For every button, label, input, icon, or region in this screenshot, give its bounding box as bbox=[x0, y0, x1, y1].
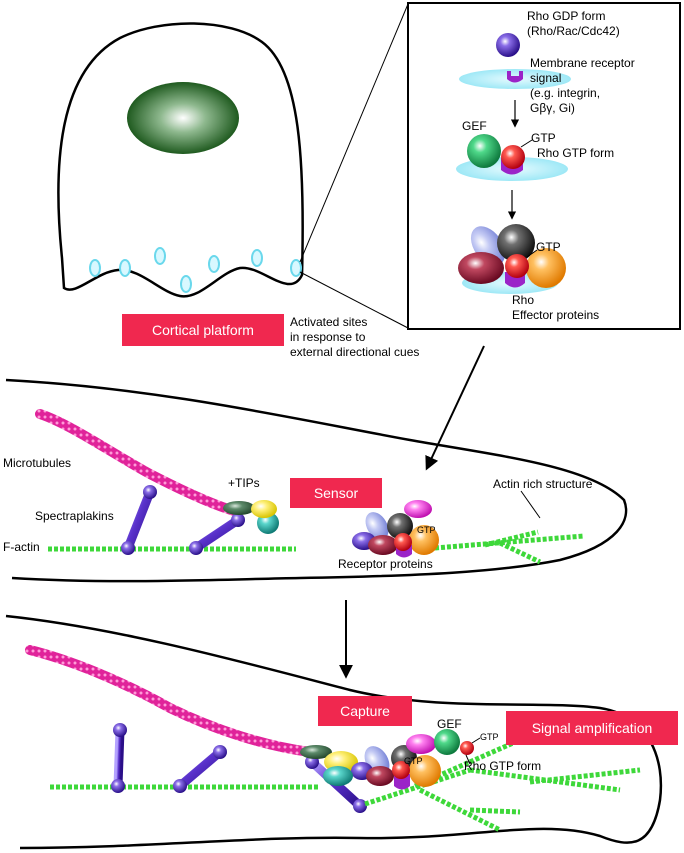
svg-text:Membrane receptor: Membrane receptor bbox=[530, 56, 635, 70]
receptor-complex-bottom bbox=[300, 729, 481, 790]
gef-sphere bbox=[467, 134, 501, 168]
rho-gtp-sphere-2 bbox=[505, 254, 529, 278]
effector-orange bbox=[526, 248, 566, 288]
rho-gtp-form-label-bottom: Rho GTP form bbox=[464, 759, 541, 773]
arrow-to-sensor bbox=[425, 345, 485, 471]
svg-text:GTP: GTP bbox=[536, 240, 561, 254]
gef-label-bottom: GEF bbox=[437, 717, 462, 731]
gtp-label-middle: GTP bbox=[417, 525, 436, 535]
bottom-cell bbox=[5, 614, 663, 850]
svg-text:Rho GTP form: Rho GTP form bbox=[537, 146, 614, 160]
effector-black bbox=[497, 224, 535, 262]
middle-cell bbox=[5, 378, 628, 583]
inset-panel: Rho GDP form (Rho/Rac/Cdc42) Membrane re… bbox=[407, 2, 681, 330]
svg-text:(Rho/Rac/Cdc42): (Rho/Rac/Cdc42) bbox=[527, 24, 620, 38]
receptor-proteins-label: Receptor proteins bbox=[338, 557, 433, 571]
actin-rich-structure-bottom bbox=[364, 737, 641, 833]
signal-amplification-box: Signal amplification bbox=[506, 711, 678, 745]
effector-maroon bbox=[458, 252, 504, 284]
sensor-box: Sensor bbox=[290, 478, 382, 508]
actin-rich-structure-middle bbox=[434, 529, 585, 565]
svg-text:Rho: Rho bbox=[512, 293, 534, 307]
zoom-line-top bbox=[299, 3, 409, 263]
middle-cell-outline bbox=[5, 378, 628, 583]
svg-text:signal: signal bbox=[530, 71, 561, 85]
bottom-cell-outline bbox=[5, 614, 663, 850]
receptor-1 bbox=[507, 71, 523, 83]
signal-amplification-label: Signal amplification bbox=[532, 720, 653, 736]
cortical-sites bbox=[89, 247, 302, 293]
capture-box: Capture bbox=[318, 696, 412, 726]
microtubule-bottom bbox=[25, 645, 315, 757]
capture-label: Capture bbox=[340, 703, 390, 719]
gtp-label-bottom-1: GTP bbox=[480, 732, 499, 742]
cortical-platform-box: Cortical platform bbox=[122, 314, 284, 346]
plus-tips-label: +TIPs bbox=[228, 476, 260, 490]
cortical-platform-label: Cortical platform bbox=[152, 322, 254, 338]
actin-rich-structure-label: Actin rich structure bbox=[493, 477, 593, 491]
svg-text:Rho GDP form: Rho GDP form bbox=[527, 9, 605, 23]
svg-text:Effector proteins: Effector proteins bbox=[512, 308, 599, 322]
svg-text:GTP: GTP bbox=[531, 131, 556, 145]
spectraplakins-middle bbox=[121, 485, 245, 555]
gtp-label-bottom-2: GTP bbox=[404, 756, 423, 766]
svg-text:Gβγ, Gi): Gβγ, Gi) bbox=[530, 101, 575, 115]
svg-text:in response to: in response to bbox=[290, 330, 366, 344]
plus-tips-middle bbox=[223, 500, 279, 534]
nucleus bbox=[127, 82, 239, 154]
rho-gtp-sphere bbox=[501, 145, 525, 169]
f-actin-label: F-actin bbox=[3, 540, 40, 554]
spectraplakins-label: Spectraplakins bbox=[35, 509, 114, 523]
microtubules-label: Microtubules bbox=[3, 456, 71, 470]
rho-gdp-sphere bbox=[496, 33, 520, 57]
activated-sites-caption: Activated sites in response to external … bbox=[290, 315, 419, 359]
zoom-line-bottom bbox=[299, 271, 409, 329]
cell-outline bbox=[57, 22, 304, 298]
receptor-complex-middle bbox=[352, 500, 439, 558]
svg-text:(e.g. integrin,: (e.g. integrin, bbox=[530, 86, 600, 100]
svg-text:Activated sites: Activated sites bbox=[290, 315, 367, 329]
top-cell bbox=[57, 3, 409, 329]
svg-text:GEF: GEF bbox=[462, 119, 487, 133]
svg-text:external directional cues: external directional cues bbox=[290, 345, 419, 359]
microtubule-middle bbox=[35, 409, 243, 517]
sensor-label: Sensor bbox=[314, 485, 359, 501]
